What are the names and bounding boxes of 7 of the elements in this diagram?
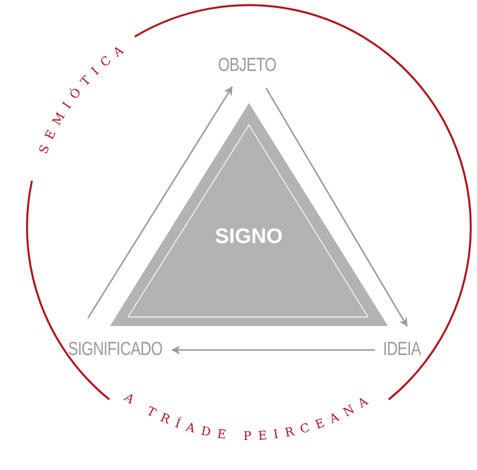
triangle-label: SIGNO xyxy=(215,224,283,249)
arrow xyxy=(265,88,408,327)
node-label: SIGNIFICADO xyxy=(68,339,162,361)
node-label: IDEIA xyxy=(383,339,421,361)
node-label: OBJETO xyxy=(218,55,276,77)
arrow xyxy=(171,346,375,354)
arrow xyxy=(87,86,233,318)
